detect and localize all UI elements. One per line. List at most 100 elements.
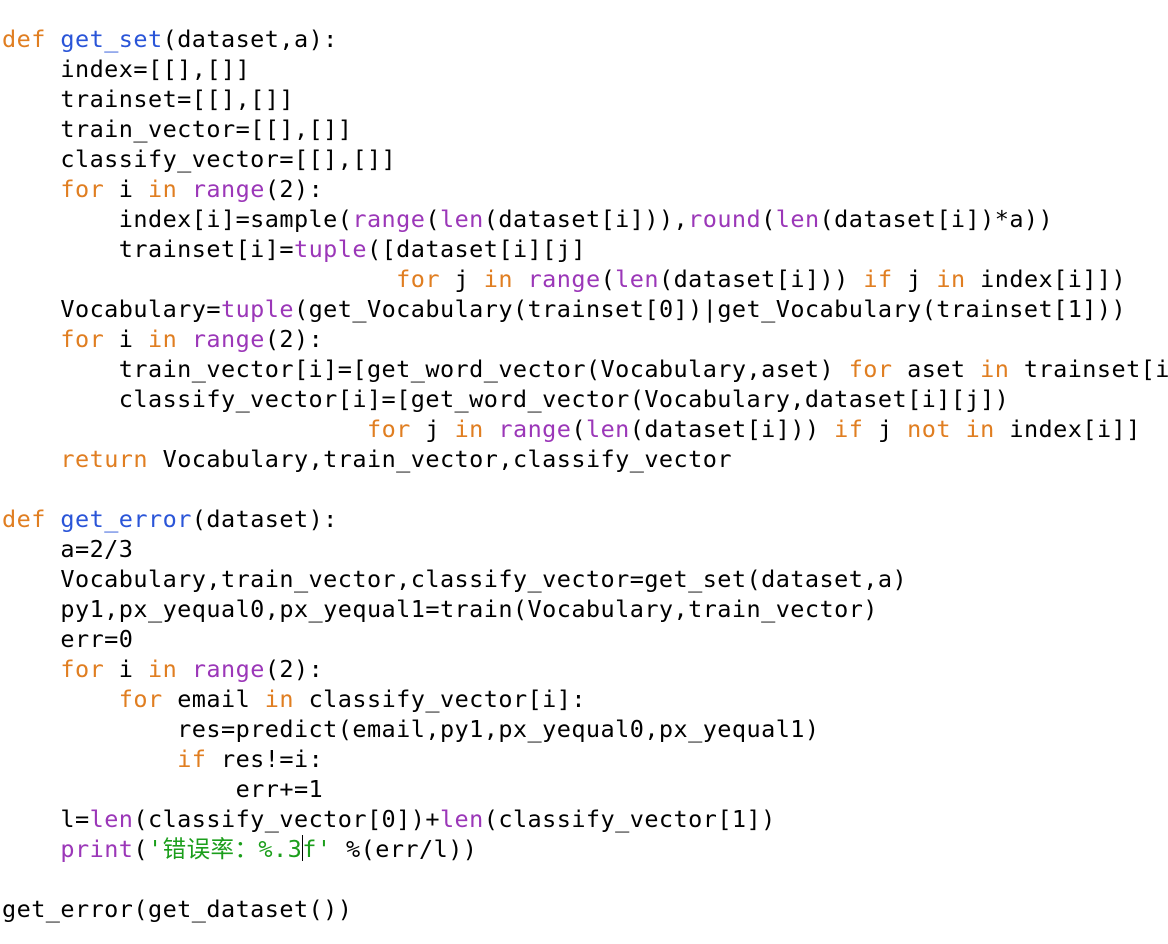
code-token-plain: [2, 325, 60, 353]
code-token-keyword: in: [965, 415, 995, 443]
code-token-plain: [2, 415, 367, 443]
code-line: for email in classify_vector[i]:: [2, 684, 586, 714]
code-token-builtin: tuple: [293, 235, 367, 263]
code-token-plain: res!=i:: [206, 745, 324, 773]
code-line: for j in range(len(dataset[i])) if j not…: [2, 414, 1141, 444]
code-token-function-name: get_set: [60, 25, 163, 53]
code-token-plain: [46, 25, 61, 53]
code-token-plain: email: [162, 685, 265, 713]
code-line: return Vocabulary,train_vector,classify_…: [2, 444, 732, 474]
code-token-plain: ([dataset[i][j]: [366, 235, 586, 263]
code-token-plain: train_vector=[[],[]]: [2, 115, 353, 143]
code-token-plain: (dataset[i])*a)): [819, 205, 1054, 233]
code-line: classify_vector=[[],[]]: [2, 144, 396, 174]
code-token-plain: (dataset[i])),: [483, 205, 689, 233]
code-token-builtin: range: [191, 655, 265, 683]
code-token-plain: (: [425, 205, 440, 233]
code-token-plain: classify_vector[i]:: [293, 685, 586, 713]
code-line: for i in range(2):: [2, 174, 323, 204]
code-token-plain: [177, 175, 192, 203]
code-token-keyword: in: [148, 655, 178, 683]
code-line: for i in range(2):: [2, 654, 323, 684]
code-token-plain: i: [104, 175, 148, 203]
code-token-keyword: return: [60, 445, 148, 473]
code-token-plain: (dataset[i])): [629, 415, 835, 443]
code-token-plain: Vocabulary,train_vector,classify_vector=…: [2, 565, 908, 593]
code-token-plain: trainset[i]=: [2, 235, 294, 263]
code-line: l=len(classify_vector[0])+len(classify_v…: [2, 804, 776, 834]
code-token-builtin: len: [439, 805, 484, 833]
code-token-plain: [2, 685, 119, 713]
code-token-keyword: for: [60, 325, 105, 353]
code-token-plain: (dataset,a):: [162, 25, 338, 53]
code-token-plain: j: [892, 265, 937, 293]
code-token-string: '错误率：%.3: [148, 835, 303, 863]
code-token-builtin: len: [585, 415, 630, 443]
code-token-plain: %(err/l)): [331, 835, 478, 863]
code-token-keyword: not: [907, 415, 951, 443]
code-token-plain: [2, 655, 60, 683]
code-token-plain: trainset[i]]: [1023, 355, 1168, 383]
code-token-plain: classify_vector[i]=[get_word_vector(Voca…: [2, 385, 1010, 413]
code-line: a=2/3: [2, 534, 133, 564]
code-token-plain: i: [104, 655, 148, 683]
code-token-plain: (2):: [264, 655, 324, 683]
code-token-plain: [46, 505, 61, 533]
code-token-plain: (: [133, 835, 149, 863]
code-token-plain: Vocabulary=: [2, 295, 221, 323]
code-token-keyword: in: [936, 265, 966, 293]
code-token-plain: [177, 655, 192, 683]
code-token-builtin: range: [191, 175, 265, 203]
code-token-plain: (: [600, 265, 616, 293]
code-line: get_error(get_dataset()): [2, 894, 352, 924]
code-token-plain: i: [104, 325, 148, 353]
code-token-keyword: for: [60, 175, 105, 203]
code-token-plain: py1,px_yequal0,px_yequal1=train(Vocabula…: [2, 595, 878, 623]
code-line: Vocabulary=tuple(get_Vocabulary(trainset…: [2, 294, 1126, 324]
code-line: for i in range(2):: [2, 324, 323, 354]
code-line: if res!=i:: [2, 744, 323, 774]
code-token-keyword: if: [834, 415, 864, 443]
code-token-builtin: len: [775, 205, 820, 233]
code-token-builtin: round: [688, 205, 762, 233]
code-token-plain: (: [761, 205, 776, 233]
code-token-plain: index=[[],[]]: [2, 55, 251, 83]
code-token-plain: err+=1: [2, 775, 324, 803]
code-token-plain: [2, 175, 60, 203]
code-token-keyword: for: [118, 685, 163, 713]
code-line: trainset=[[],[]]: [2, 84, 294, 114]
code-token-builtin: range: [527, 265, 601, 293]
code-token-plain: j: [410, 415, 455, 443]
code-token-builtin: range: [191, 325, 265, 353]
code-token-keyword: if: [863, 265, 893, 293]
code-token-plain: index[i]]: [994, 415, 1141, 443]
text-cursor: [302, 835, 304, 861]
code-token-keyword: for: [60, 655, 105, 683]
code-token-plain: res=predict(email,py1,px_yequal0,px_yequ…: [2, 715, 820, 743]
code-token-plain: [177, 325, 192, 353]
code-token-plain: (dataset):: [191, 505, 338, 533]
code-token-builtin: len: [89, 805, 134, 833]
code-token-plain: [951, 415, 966, 443]
code-token-builtin: tuple: [220, 295, 294, 323]
code-token-string: f': [302, 835, 332, 863]
code-token-plain: [2, 835, 60, 863]
code-token-plain: [2, 445, 60, 473]
code-token-plain: (classify_vector[1]): [483, 805, 776, 833]
code-line: for j in range(len(dataset[i])) if j in …: [2, 264, 1126, 294]
code-token-plain: j: [439, 265, 484, 293]
code-token-plain: (2):: [264, 175, 324, 203]
code-token-plain: [513, 265, 528, 293]
code-token-keyword: in: [264, 685, 294, 713]
code-token-plain: index[i]]): [965, 265, 1127, 293]
code-line: index=[[],[]]: [2, 54, 250, 84]
code-line: train_vector[i]=[get_word_vector(Vocabul…: [2, 354, 1168, 384]
code-token-keyword: if: [177, 745, 207, 773]
code-token-plain: index[i]=sample(: [2, 205, 353, 233]
code-token-plain: [2, 745, 177, 773]
code-token-builtin: len: [615, 265, 659, 293]
code-token-plain: aset: [892, 355, 981, 383]
code-token-function-name: get_error: [60, 505, 192, 533]
code-token-keyword: in: [454, 415, 484, 443]
